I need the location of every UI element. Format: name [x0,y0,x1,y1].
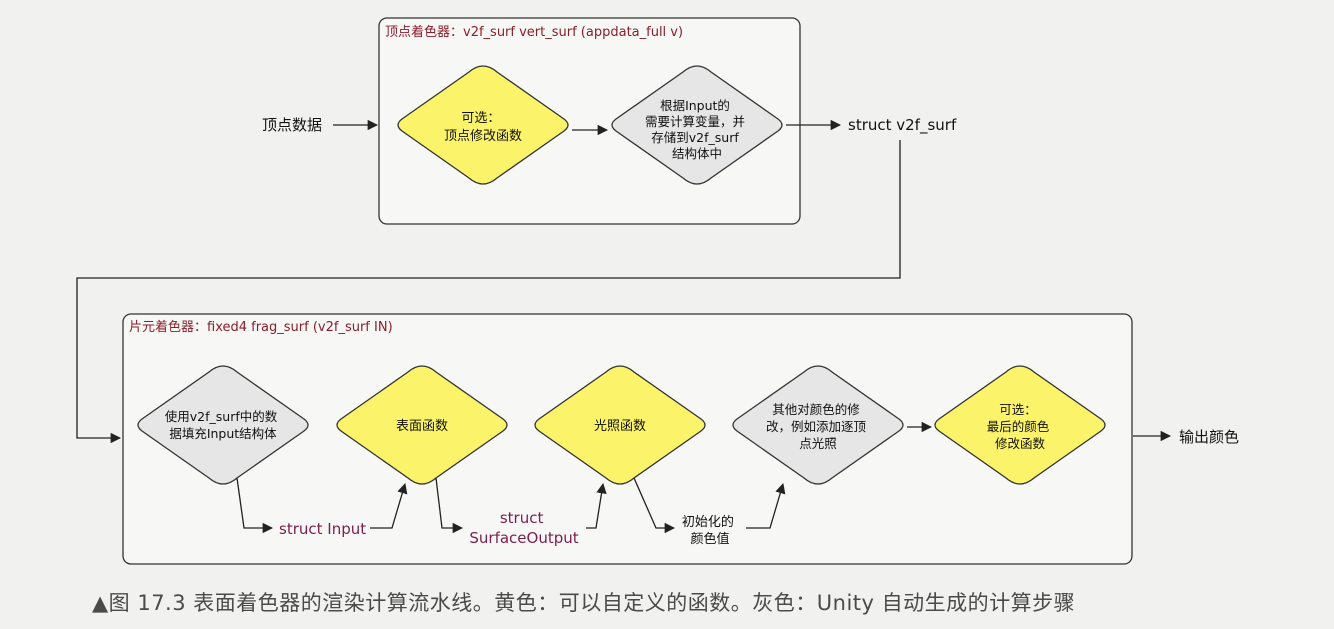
init-color-line2: 颜色值 [690,531,729,547]
optional-vertex-fn-label: 可选： 顶点修改函数 [444,111,522,144]
struct-surfaceoutput-label: struct SurfaceOutput [469,509,578,547]
connector-lighting-to-init-color [633,477,676,534]
other-color-line3: 点光照 [799,436,837,451]
fragment-shader-title: 片元着色器：fixed4 frag_surf (v2f_surf IN) [129,319,393,335]
final-color-fn-label: 可选： 最后的颜色 修改函数 [987,402,1054,451]
surface-fn-diamond [336,365,508,485]
fill-input-label: 使用v2f_surf中的数 据填充Input结构体 [165,409,281,441]
fill-input-line2: 据填充Input结构体 [169,426,277,441]
caption-marker: ▲ [92,591,109,615]
compute-vars-line4: 结构体中 [672,146,722,161]
other-color-diamond [732,365,904,485]
connector-init-color-to-other [746,483,786,529]
lighting-fn-label: 光照函数 [594,419,646,434]
compute-vars-line2: 需要计算变量，并 [645,114,745,129]
final-color-fn-diamond [934,365,1106,485]
connector-surfaceoutput-to-lighting [586,482,607,529]
fill-input-line1: 使用v2f_surf中的数 [165,409,278,424]
final-color-fn-line2: 最后的颜色 [987,419,1050,434]
vertex-shader-title: 顶点着色器：v2f_surf vert_surf (appdata_full v… [385,24,683,40]
init-color-line1: 初始化的 [682,514,734,530]
final-color-fn-line1: 可选： [999,402,1037,417]
init-color-label: 初始化的 颜色值 [682,514,738,547]
fill-input-diamond [137,365,309,485]
other-color-label: 其他对颜色的修 改，例如添加逐顶 点光照 [766,402,870,451]
vertex-data-label: 顶点数据 [262,116,322,134]
struct-surfaceoutput-line2: SurfaceOutput [469,529,578,547]
connector-struct-input-to-surface [370,483,408,529]
connector-fill-to-struct-input [236,477,274,534]
optional-vertex-fn-line2: 顶点修改函数 [444,129,522,144]
struct-surfaceoutput-line1: struct [500,509,544,527]
surface-fn-label: 表面函数 [396,419,448,434]
compute-vars-label: 根据Input的 需要计算变量，并 存储到v2f_surf 结构体中 [645,98,749,161]
output-color-label: 输出颜色 [1179,428,1239,446]
compute-vars-line1: 根据Input的 [660,98,730,113]
figure-caption: ▲图 17.3 表面着色器的渲染计算流水线。黄色：可以自定义的函数。灰色：Uni… [92,587,1272,617]
caption-text: 图 17.3 表面着色器的渲染计算流水线。黄色：可以自定义的函数。灰色：Unit… [108,591,1076,615]
compute-vars-diamond [611,65,783,185]
other-color-line1: 其他对颜色的修 [772,402,860,417]
optional-vertex-fn-line1: 可选： [461,111,500,126]
struct-input-label: struct Input [279,520,366,538]
connector-v2f-to-fragment [76,140,901,444]
optional-vertex-fn-diamond [397,65,569,185]
v2f-surf-label: struct v2f_surf [848,116,957,135]
other-color-line2: 改，例如添加逐顶 [766,419,867,434]
lighting-fn-diamond [534,365,706,485]
final-color-fn-line3: 修改函数 [995,436,1046,451]
compute-vars-line3: 存储到v2f_surf [651,130,739,145]
connector-surface-to-surfaceoutput [435,477,464,534]
